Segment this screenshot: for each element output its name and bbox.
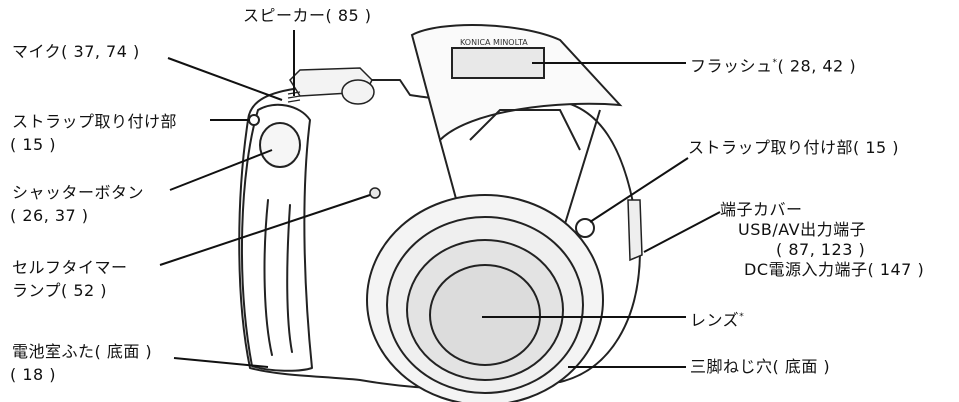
terminal-cover-shape (627, 199, 643, 262)
label-speaker: スピーカー( 85 ) (243, 6, 372, 25)
leader-strap-right (589, 157, 689, 223)
label-flash-name: フラッシュ (690, 56, 773, 76)
label-strap-right: ストラップ取り付け部( 15 ) (688, 138, 900, 157)
grip-outline (240, 103, 313, 372)
label-usb: USB/AV出力端子 (738, 220, 867, 239)
label-flash-pages: ( 28, 42 ) (777, 56, 857, 76)
label-dc: DC電源入力端子( 147 ) (744, 260, 925, 279)
label-battery-line2: ( 18 ) (10, 365, 57, 384)
leader-mic (167, 57, 283, 101)
label-terminal-cover: 端子カバー (720, 200, 803, 219)
label-lens: レンズ* (690, 307, 744, 330)
flash-asterisk: * (772, 58, 778, 68)
leader-shutter (169, 149, 273, 191)
strap-eyelet-left (248, 114, 260, 126)
label-usb-pages: ( 87, 123 ) (776, 240, 866, 259)
label-strap-left-line2: ( 15 ) (10, 135, 57, 154)
brand-mark: KONICA MINOLTA (460, 38, 528, 47)
label-shutter-line1: シャッターボタン (12, 183, 145, 202)
lens-asterisk: * (739, 312, 745, 322)
flash-window (451, 47, 545, 79)
label-flash: フラッシュ*( 28, 42 ) (690, 53, 856, 76)
lens-glass (429, 264, 541, 366)
self-timer-lamp-shape (369, 187, 381, 199)
label-shutter-line2: ( 26, 37 ) (10, 206, 89, 225)
leader-battery (173, 357, 269, 368)
label-selftimer-line2: ランプ( 52 ) (12, 281, 108, 300)
label-mic: マイク( 37, 74 ) (12, 42, 140, 61)
label-tripod: 三脚ねじ穴( 底面 ) (690, 357, 831, 376)
label-selftimer-line1: セルフタイマー (12, 258, 128, 277)
label-lens-name: レンズ (690, 310, 740, 330)
leader-terminal (643, 211, 721, 253)
label-battery-line1: 電池室ふた( 底面 ) (12, 342, 153, 361)
leader-selftimer (159, 194, 371, 266)
label-strap-left-line1: ストラップ取り付け部 (12, 112, 178, 131)
shutter-button-shape (259, 122, 301, 168)
strap-eyelet-right (575, 218, 595, 238)
